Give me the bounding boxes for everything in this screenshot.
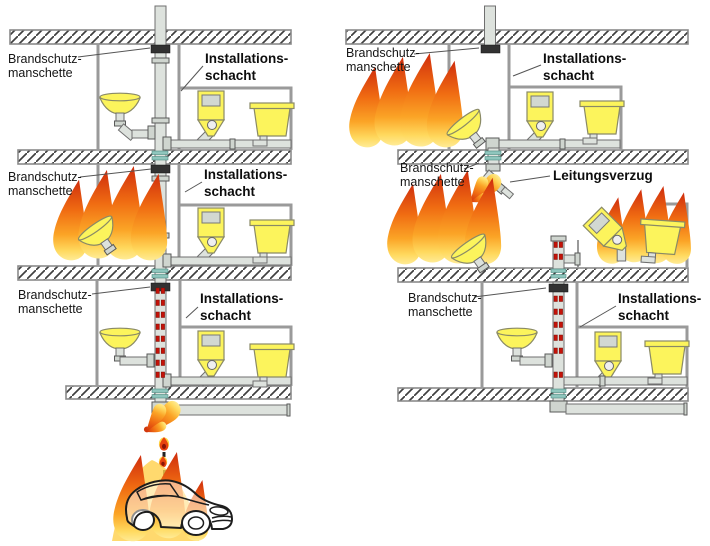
- label-fire-collar: Brandschutz-manschette: [18, 288, 92, 316]
- floor-slab: [397, 387, 689, 402]
- leader-line: [579, 305, 617, 328]
- collar-seal: [550, 394, 567, 399]
- walls-floor3: [95, 280, 293, 386]
- leader-line: [185, 306, 199, 319]
- burning-car: [112, 452, 233, 542]
- bathroom-floor3: [99, 327, 295, 388]
- stack-stub: [550, 235, 581, 270]
- bathroom-floor2: [162, 207, 295, 268]
- leader-line: [91, 286, 151, 295]
- floor-slab: [345, 29, 689, 45]
- fire-collar: [480, 44, 501, 54]
- floor-slab: [397, 149, 689, 165]
- leader-line: [77, 47, 151, 58]
- floor-slab: [397, 267, 689, 283]
- drain-pipe: [496, 139, 621, 149]
- label-installation-shaft: Installations-schacht: [200, 291, 283, 323]
- label-installation-shaft: Installations-schacht: [205, 51, 288, 83]
- collar-seal: [151, 156, 169, 161]
- bathroom-floor3: [496, 327, 690, 388]
- leader-line: [184, 181, 203, 193]
- collar-seal: [151, 268, 169, 273]
- right-building: Brandschutz-manschette Installations-sch…: [345, 5, 701, 416]
- car-grille: [211, 515, 232, 523]
- floor-slab: [9, 29, 292, 45]
- fire-collar: [150, 44, 171, 54]
- fire-collar: [548, 283, 569, 293]
- leader-line: [413, 47, 480, 55]
- car-front-wheel: [181, 510, 211, 536]
- collar-seal: [151, 150, 169, 155]
- drain-pipe: [563, 376, 688, 386]
- collar-seal: [151, 274, 169, 279]
- drain-pipe: [166, 139, 292, 149]
- label-installation-shaft: Installations-schacht: [618, 291, 701, 323]
- leader-line: [509, 175, 551, 183]
- fire-collar: [485, 163, 501, 172]
- waste-stack-floor3: [548, 281, 688, 416]
- collar-seal: [550, 274, 567, 279]
- walls-floor1: [96, 44, 293, 150]
- floor-slab: [65, 385, 292, 400]
- fire-collar: [150, 164, 171, 174]
- label-fire-collar: Brandschutz-manschette: [346, 46, 420, 74]
- label-fire-collar: Brandschutz-manschette: [8, 52, 82, 80]
- leader-line: [463, 162, 480, 170]
- label-fire-collar: Brandschutz-manschette: [408, 291, 482, 319]
- label-installation-shaft: Installations-schacht: [543, 51, 626, 83]
- basement-pipe: [565, 403, 686, 415]
- label-installation-shaft: Installations-schacht: [204, 167, 287, 199]
- drain-pipe: [166, 256, 292, 266]
- collar-seal: [550, 388, 567, 393]
- collar-seal: [484, 156, 502, 161]
- collar-seal: [151, 394, 169, 399]
- fire-collar: [150, 282, 171, 292]
- label-fire-collar: Brandschutz-manschette: [8, 170, 82, 198]
- left-building: Brandschutz-manschette Installations-sch…: [8, 5, 295, 542]
- label-pipe-offset: Leitungsverzug: [553, 168, 653, 183]
- car-body: [125, 479, 233, 530]
- car-headlight: [209, 506, 229, 516]
- collar-seal: [550, 268, 567, 273]
- leader-line: [79, 168, 152, 178]
- leader-line: [180, 65, 204, 92]
- waste-stack: [484, 5, 496, 47]
- drain-pipe: [166, 376, 292, 386]
- basement-pipe: [167, 404, 289, 416]
- leader-line: [473, 287, 547, 298]
- label-fire-collar: Brandschutz-manschette: [400, 161, 474, 189]
- collar-seal: [484, 150, 502, 155]
- leader-line: [512, 64, 542, 77]
- collar-seal: [151, 388, 169, 393]
- pipe-elbow: [549, 400, 568, 413]
- walls-floor3: [480, 282, 689, 388]
- bathroom-floor1: [99, 90, 295, 151]
